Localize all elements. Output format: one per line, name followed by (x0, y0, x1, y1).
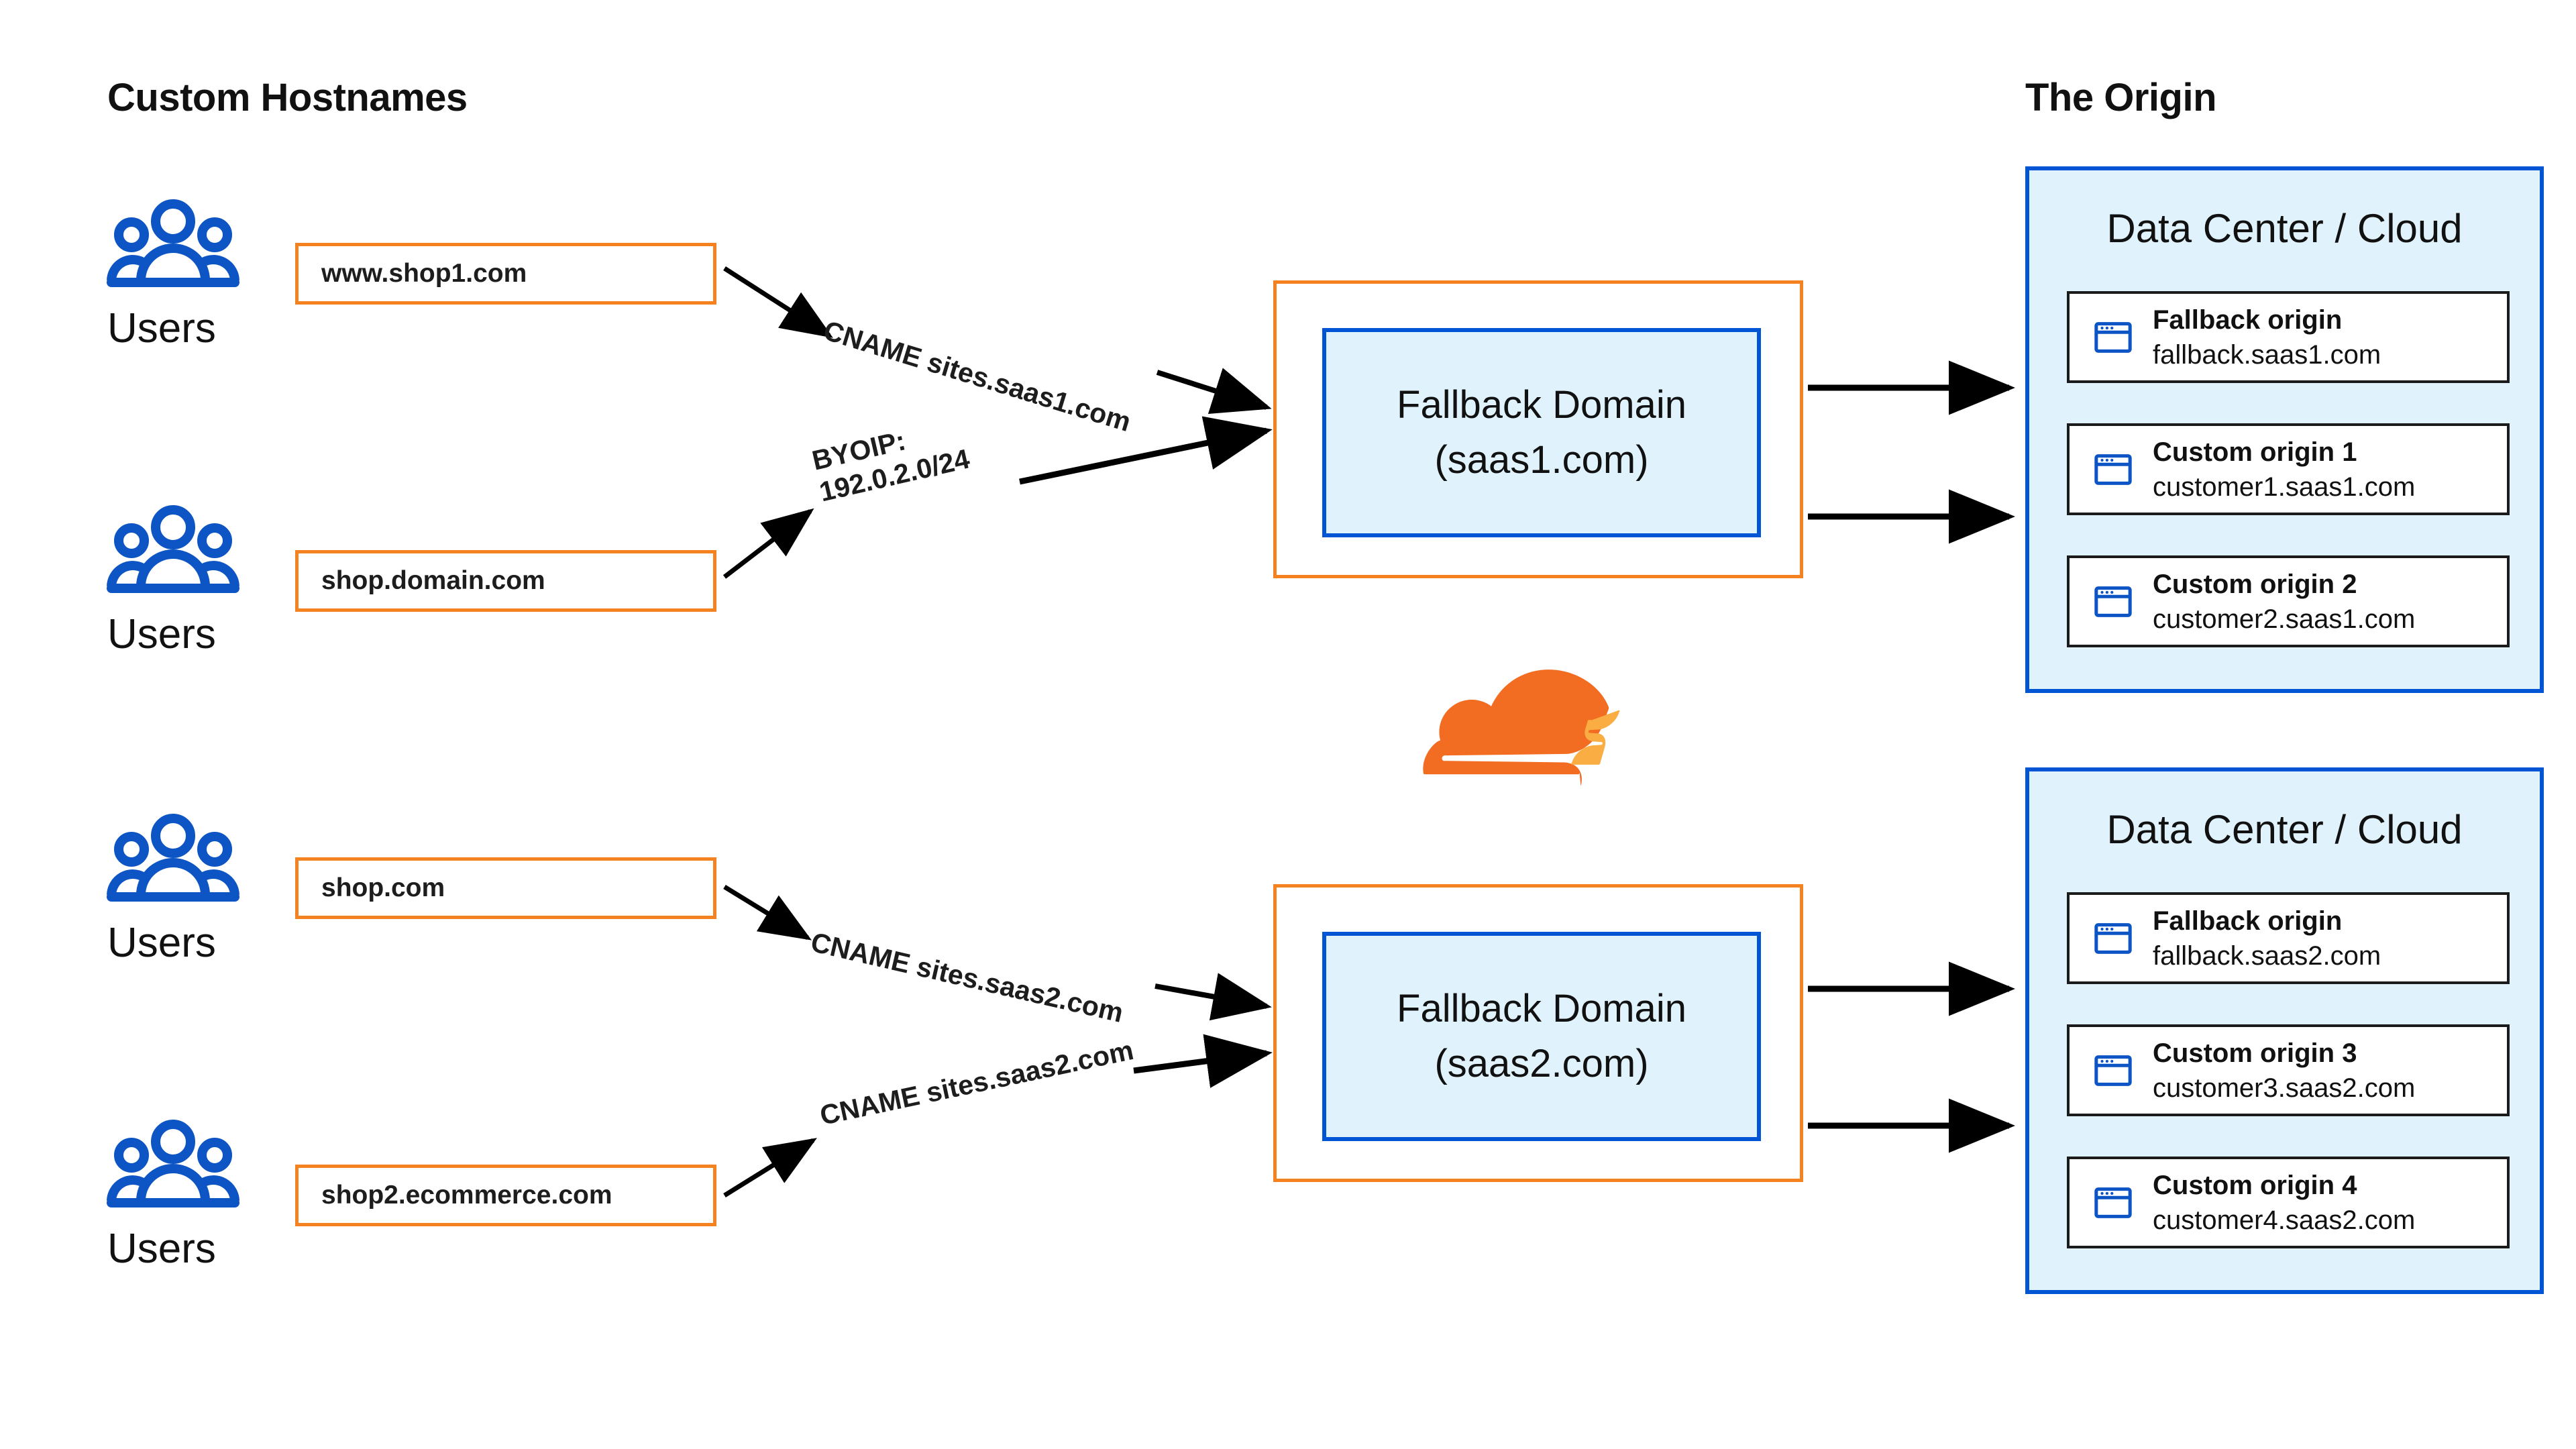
fallback-domain-title: Fallback Domain (1397, 382, 1686, 427)
origin-card-custom-1[interactable]: Custom origin 1 customer1.saas1.com (2067, 423, 2510, 515)
fallback-domain-box-2[interactable]: Fallback Domain (saas2.com) (1322, 932, 1761, 1141)
browser-window-icon (2094, 922, 2132, 954)
custom-hostname-value: www.shop1.com (321, 259, 527, 288)
fallback-domain-title: Fallback Domain (1397, 986, 1686, 1030)
users-group-3: Users (107, 813, 239, 967)
data-center-title: Data Center / Cloud (2106, 807, 2463, 852)
browser-window-icon (2094, 1055, 2132, 1086)
arrow-hostname1-to-fallback1-stub (723, 266, 833, 338)
custom-hostname-value: shop2.ecommerce.com (321, 1181, 612, 1210)
data-center-title: Data Center / Cloud (2106, 206, 2463, 251)
data-center-panel-1: Data Center / Cloud Fallback origin fall… (2025, 166, 2544, 693)
cloudflare-logo-icon (1423, 669, 1620, 786)
users-group-2: Users (107, 504, 239, 658)
users-group-4: Users (107, 1119, 239, 1273)
custom-hostname-box-1[interactable]: www.shop1.com (295, 243, 716, 305)
origin-hostname: fallback.saas1.com (2153, 339, 2381, 370)
edge-label-cname-saas1: CNAME sites.saas1.com (820, 314, 1135, 438)
fallback-domain-value: (saas2.com) (1434, 1042, 1649, 1085)
arrow-hostname1-to-fallback1 (1156, 368, 1272, 414)
origin-card-fallback-2[interactable]: Fallback origin fallback.saas2.com (2067, 892, 2510, 984)
origin-name: Fallback origin (2153, 305, 2343, 335)
users-icon (107, 1120, 239, 1208)
browser-window-icon (2094, 453, 2132, 485)
arrow-hostname2-to-fallback1 (1019, 416, 1273, 485)
origin-hostname: fallback.saas2.com (2153, 941, 2381, 971)
origin-name: Custom origin 4 (2153, 1170, 2357, 1200)
origin-card-custom-4[interactable]: Custom origin 4 customer4.saas2.com (2067, 1157, 2510, 1248)
custom-hostname-box-2[interactable]: shop.domain.com (295, 550, 716, 612)
fallback-domain-value: (saas1.com) (1434, 438, 1649, 482)
users-icon (107, 814, 239, 902)
arrow-hostname2-to-fallback1-stub (722, 508, 814, 579)
arrow-hostname3-to-fallback2 (1155, 973, 1272, 1021)
edge-label-cname-saas2-a: CNAME sites.saas2.com (808, 926, 1126, 1028)
origin-name: Custom origin 2 (2153, 569, 2357, 599)
users-group-1: Users (107, 199, 239, 352)
users-label: Users (107, 1226, 216, 1272)
users-label: Users (107, 920, 216, 966)
custom-hostname-value: shop.com (321, 873, 445, 902)
section-title-custom-hostnames: Custom Hostnames (107, 76, 468, 119)
origin-hostname: customer3.saas2.com (2153, 1073, 2416, 1103)
arrow-hostname3-to-fallback2-stub (723, 885, 812, 941)
origin-card-custom-3[interactable]: Custom origin 3 customer3.saas2.com (2067, 1024, 2510, 1116)
users-icon (107, 199, 239, 287)
origin-card-custom-2[interactable]: Custom origin 2 customer2.saas1.com (2067, 555, 2510, 647)
fallback-domain-container-2: Fallback Domain (saas2.com) (1273, 884, 1803, 1182)
custom-hostname-box-3[interactable]: shop.com (295, 857, 716, 919)
browser-window-icon (2094, 321, 2132, 353)
users-label: Users (107, 305, 216, 352)
section-title-the-origin: The Origin (2025, 76, 2217, 119)
origin-hostname: customer2.saas1.com (2153, 604, 2416, 634)
origin-name: Custom origin 3 (2153, 1038, 2357, 1068)
fallback-domain-box-1[interactable]: Fallback Domain (saas1.com) (1322, 328, 1761, 537)
browser-window-icon (2094, 1187, 2132, 1218)
arrow-hostname4-to-fallback2-stub (723, 1138, 817, 1197)
fallback-domain-container-1: Fallback Domain (saas1.com) (1273, 280, 1803, 578)
users-icon (107, 505, 239, 593)
origin-card-fallback-1[interactable]: Fallback origin fallback.saas1.com (2067, 291, 2510, 383)
custom-hostname-value: shop.domain.com (321, 566, 545, 595)
edge-label-byoip: BYOIP: 192.0.2.0/24 (809, 425, 973, 508)
origin-hostname: customer1.saas1.com (2153, 472, 2416, 502)
origin-name: Fallback origin (2153, 906, 2343, 936)
cloudflare-cloud-logo (1411, 669, 1660, 800)
users-label: Users (107, 611, 216, 657)
origin-hostname: customer4.saas2.com (2153, 1205, 2416, 1235)
origin-name: Custom origin 1 (2153, 437, 2357, 467)
edge-label-cname-saas2-b: CNAME sites.saas2.com (817, 1034, 1136, 1131)
data-center-panel-2: Data Center / Cloud Fallback origin fall… (2025, 767, 2544, 1294)
browser-window-icon (2094, 586, 2132, 617)
arrow-hostname4-to-fallback2 (1133, 1034, 1273, 1088)
custom-hostname-box-4[interactable]: shop2.ecommerce.com (295, 1165, 716, 1226)
